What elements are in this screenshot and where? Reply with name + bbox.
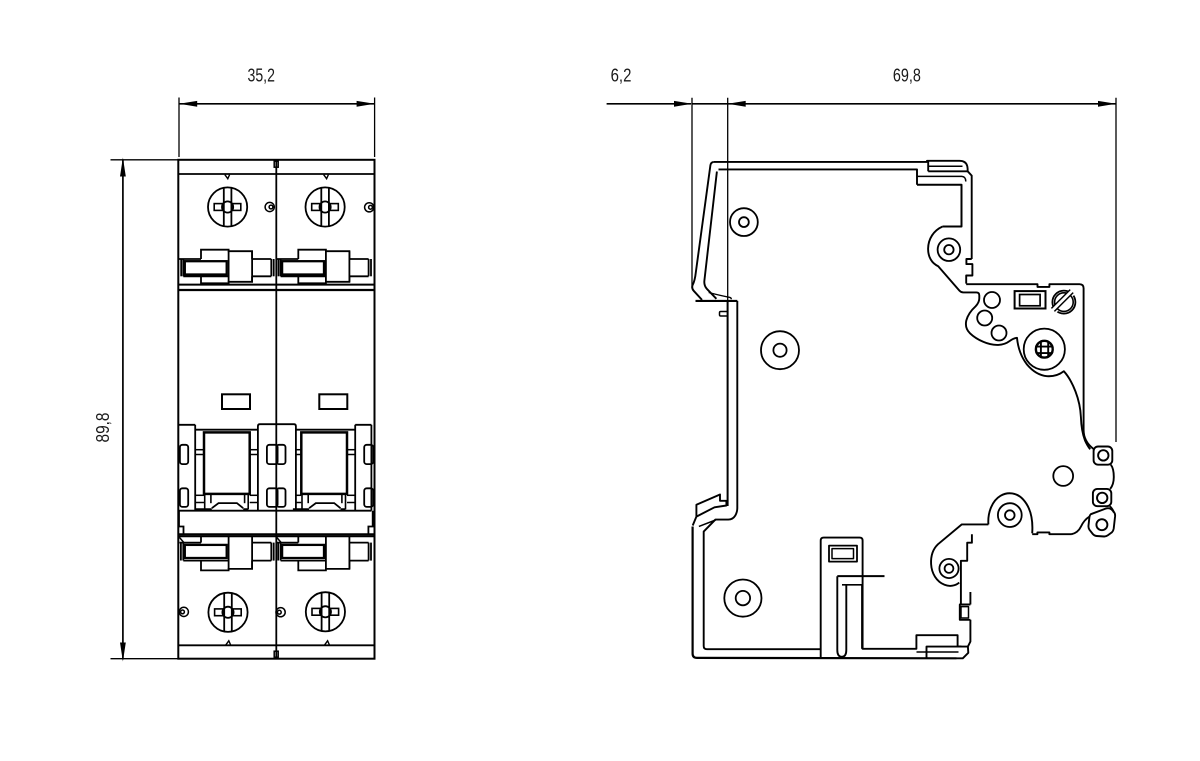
svg-text:69,8: 69,8 [893,65,921,86]
svg-text:6,2: 6,2 [611,65,632,86]
svg-text:35,2: 35,2 [248,65,275,86]
svg-text:89,8: 89,8 [92,413,113,443]
